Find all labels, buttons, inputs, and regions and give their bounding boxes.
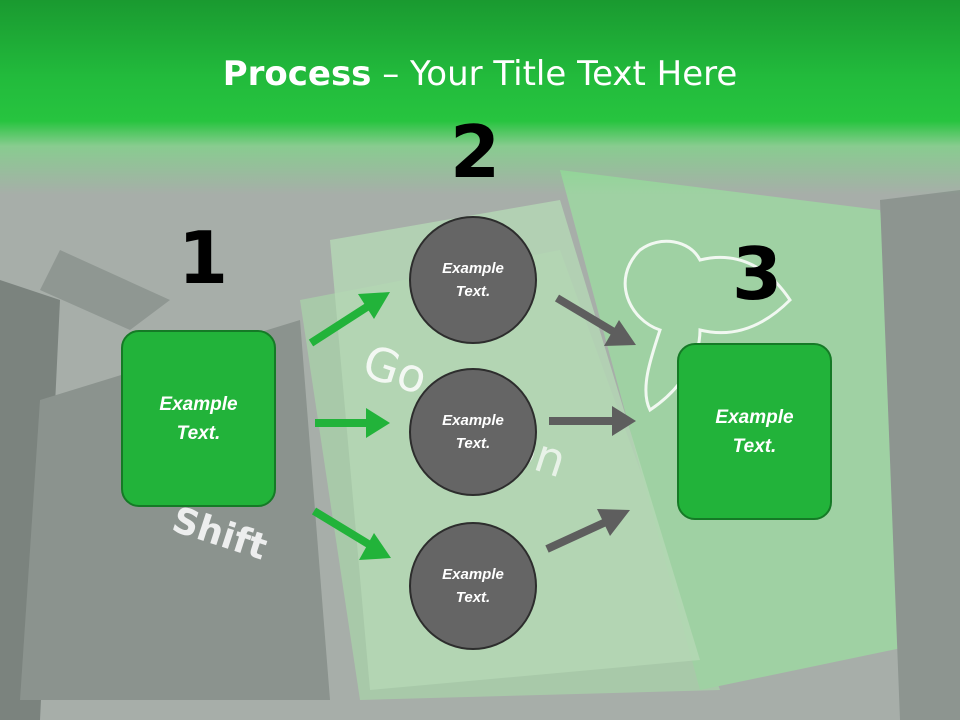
step-number-3: 3: [732, 232, 783, 316]
step-3-box: Example Text.: [677, 343, 832, 520]
title-rest: – Your Title Text Here: [371, 54, 738, 94]
step-number-1: 1: [178, 216, 229, 300]
title-bold: Process: [222, 54, 372, 94]
step-2-circle-top: Example Text.: [409, 216, 537, 344]
step-1-text: Example Text.: [159, 393, 238, 444]
circle-text: Example Text.: [442, 412, 504, 452]
title-band: [0, 0, 960, 195]
step-2-circle-middle: Example Text.: [409, 368, 537, 496]
step-2-circle-bottom: Example Text.: [409, 522, 537, 650]
circle-text: Example Text.: [442, 566, 504, 606]
step-3-text: Example Text.: [715, 406, 794, 457]
key-shape: [880, 190, 960, 720]
key-shape: [40, 250, 170, 330]
step-number-2: 2: [450, 110, 501, 194]
step-1-box: Example Text.: [121, 330, 276, 507]
leaf-icon: [623, 239, 792, 413]
circle-text: Example Text.: [442, 260, 504, 300]
slide-title: Process – Your Title Text Here: [0, 52, 960, 96]
